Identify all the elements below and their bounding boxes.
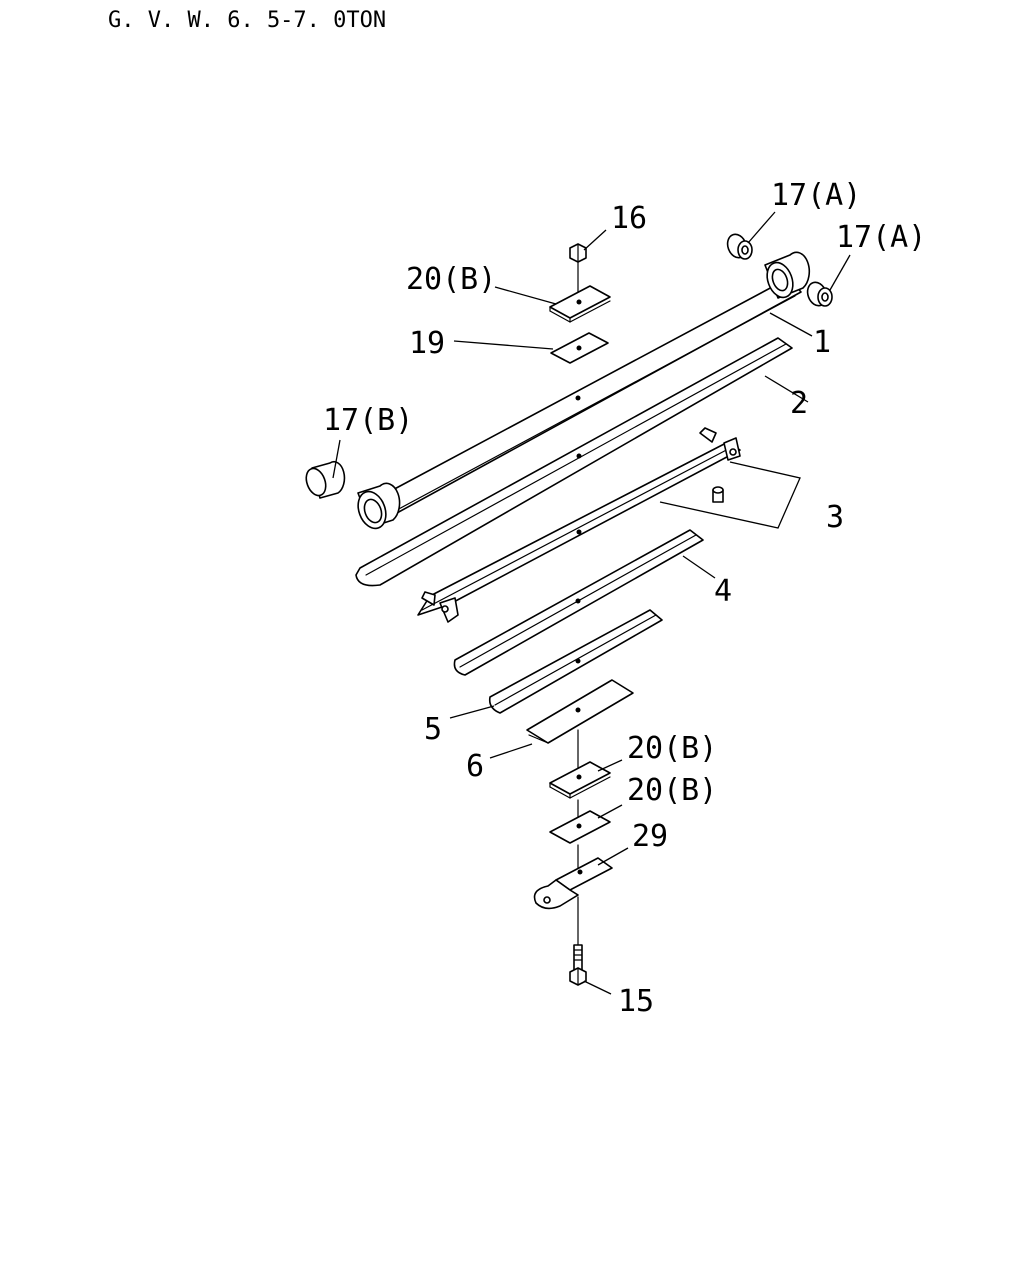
callout-20b-mid: 20(B) [627, 731, 717, 766]
callout-1: 1 [813, 325, 831, 360]
callout-17b: 17(B) [323, 403, 413, 438]
part-20b-plate-low [549, 810, 611, 844]
part-3-clip-leaf [417, 427, 741, 623]
part-16-nut [569, 243, 587, 297]
part-19-plate [550, 332, 609, 364]
part-29-spring-seat [533, 857, 613, 910]
part-20b-plate-mid [549, 761, 611, 799]
callout-15: 15 [618, 984, 654, 1019]
leader-lines [332, 211, 851, 995]
part-6-leaf [526, 679, 634, 744]
part-2-second-leaf [355, 337, 793, 587]
part-17a-bushing-lower [806, 281, 833, 307]
part-3-clip-bolt [712, 486, 724, 503]
part-1-main-leaf [357, 251, 811, 530]
leaf-eye-rear [764, 251, 811, 299]
callout-17a-lower: 17(A) [836, 220, 926, 255]
callout-4: 4 [714, 574, 732, 609]
part-17a-bushing-upper [726, 233, 753, 260]
part-20b-plate-top [549, 285, 611, 323]
callout-29: 29 [632, 819, 668, 854]
callout-6: 6 [466, 749, 484, 784]
callout-3: 3 [826, 500, 844, 535]
leaf-eye-front [357, 482, 401, 530]
callout-2: 2 [790, 386, 808, 421]
part-15-centre-bolt [569, 944, 587, 986]
callout-20b-top: 20(B) [406, 262, 496, 297]
callout-17a-upper: 17(A) [771, 178, 861, 213]
page-title: G. V. W. 6. 5-7. 0TON [108, 8, 386, 33]
part-5-leaf [488, 609, 663, 714]
callout-5: 5 [424, 712, 442, 747]
callout-20b-low: 20(B) [627, 773, 717, 808]
part-17b-bushing [305, 460, 346, 499]
part-4-leaf [453, 529, 704, 676]
callout-16: 16 [611, 201, 647, 236]
callout-19: 19 [409, 326, 445, 361]
